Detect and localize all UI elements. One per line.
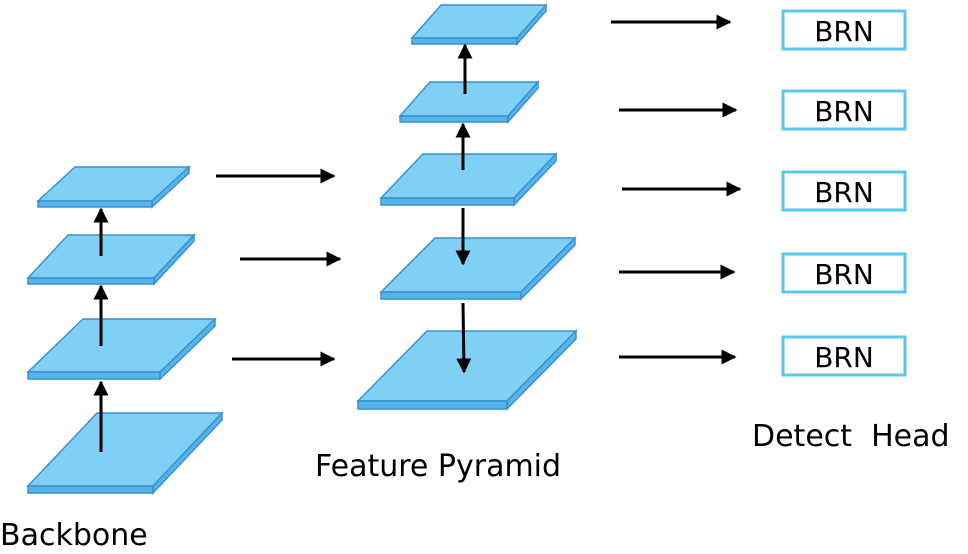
backbone-stack xyxy=(26,165,224,495)
backbone-plate-4 xyxy=(36,165,191,209)
brn-box-2: BRN xyxy=(781,89,907,131)
backbone-plate-3 xyxy=(26,233,196,286)
brn-box-label: BRN xyxy=(814,258,874,291)
brn-box-5: BRN xyxy=(781,335,907,377)
backbone-label: Backbone xyxy=(0,518,148,553)
backbone-plate-1 xyxy=(26,411,224,495)
backbone-plate-2 xyxy=(26,317,217,381)
pyramid-arrows xyxy=(455,43,473,374)
detect-head-boxes: BRN BRN BRN BRN BRN xyxy=(781,9,907,377)
pyramid-plate-2 xyxy=(379,236,577,301)
brn-box-label: BRN xyxy=(814,341,874,374)
feature-pyramid-label: Feature Pyramid xyxy=(315,449,561,484)
brn-box-label: BRN xyxy=(814,15,874,48)
brn-box-label: BRN xyxy=(814,176,874,209)
pyramid-down-arrow-2 xyxy=(456,302,472,374)
lateral-arrows xyxy=(216,168,342,367)
brn-box-1: BRN xyxy=(781,9,907,51)
pyramid-plate-1 xyxy=(356,329,578,411)
brn-box-label: BRN xyxy=(814,95,874,128)
pyramid-plate-4 xyxy=(398,80,540,124)
brn-box-4: BRN xyxy=(781,252,907,294)
pyramid-plate-3 xyxy=(379,152,558,207)
detect-head-label: Detect Head xyxy=(752,419,950,454)
head-arrows xyxy=(611,14,742,365)
feature-pyramid-stack xyxy=(356,3,578,411)
pyramid-plate-5 xyxy=(410,3,548,46)
brn-box-3: BRN xyxy=(781,170,907,212)
